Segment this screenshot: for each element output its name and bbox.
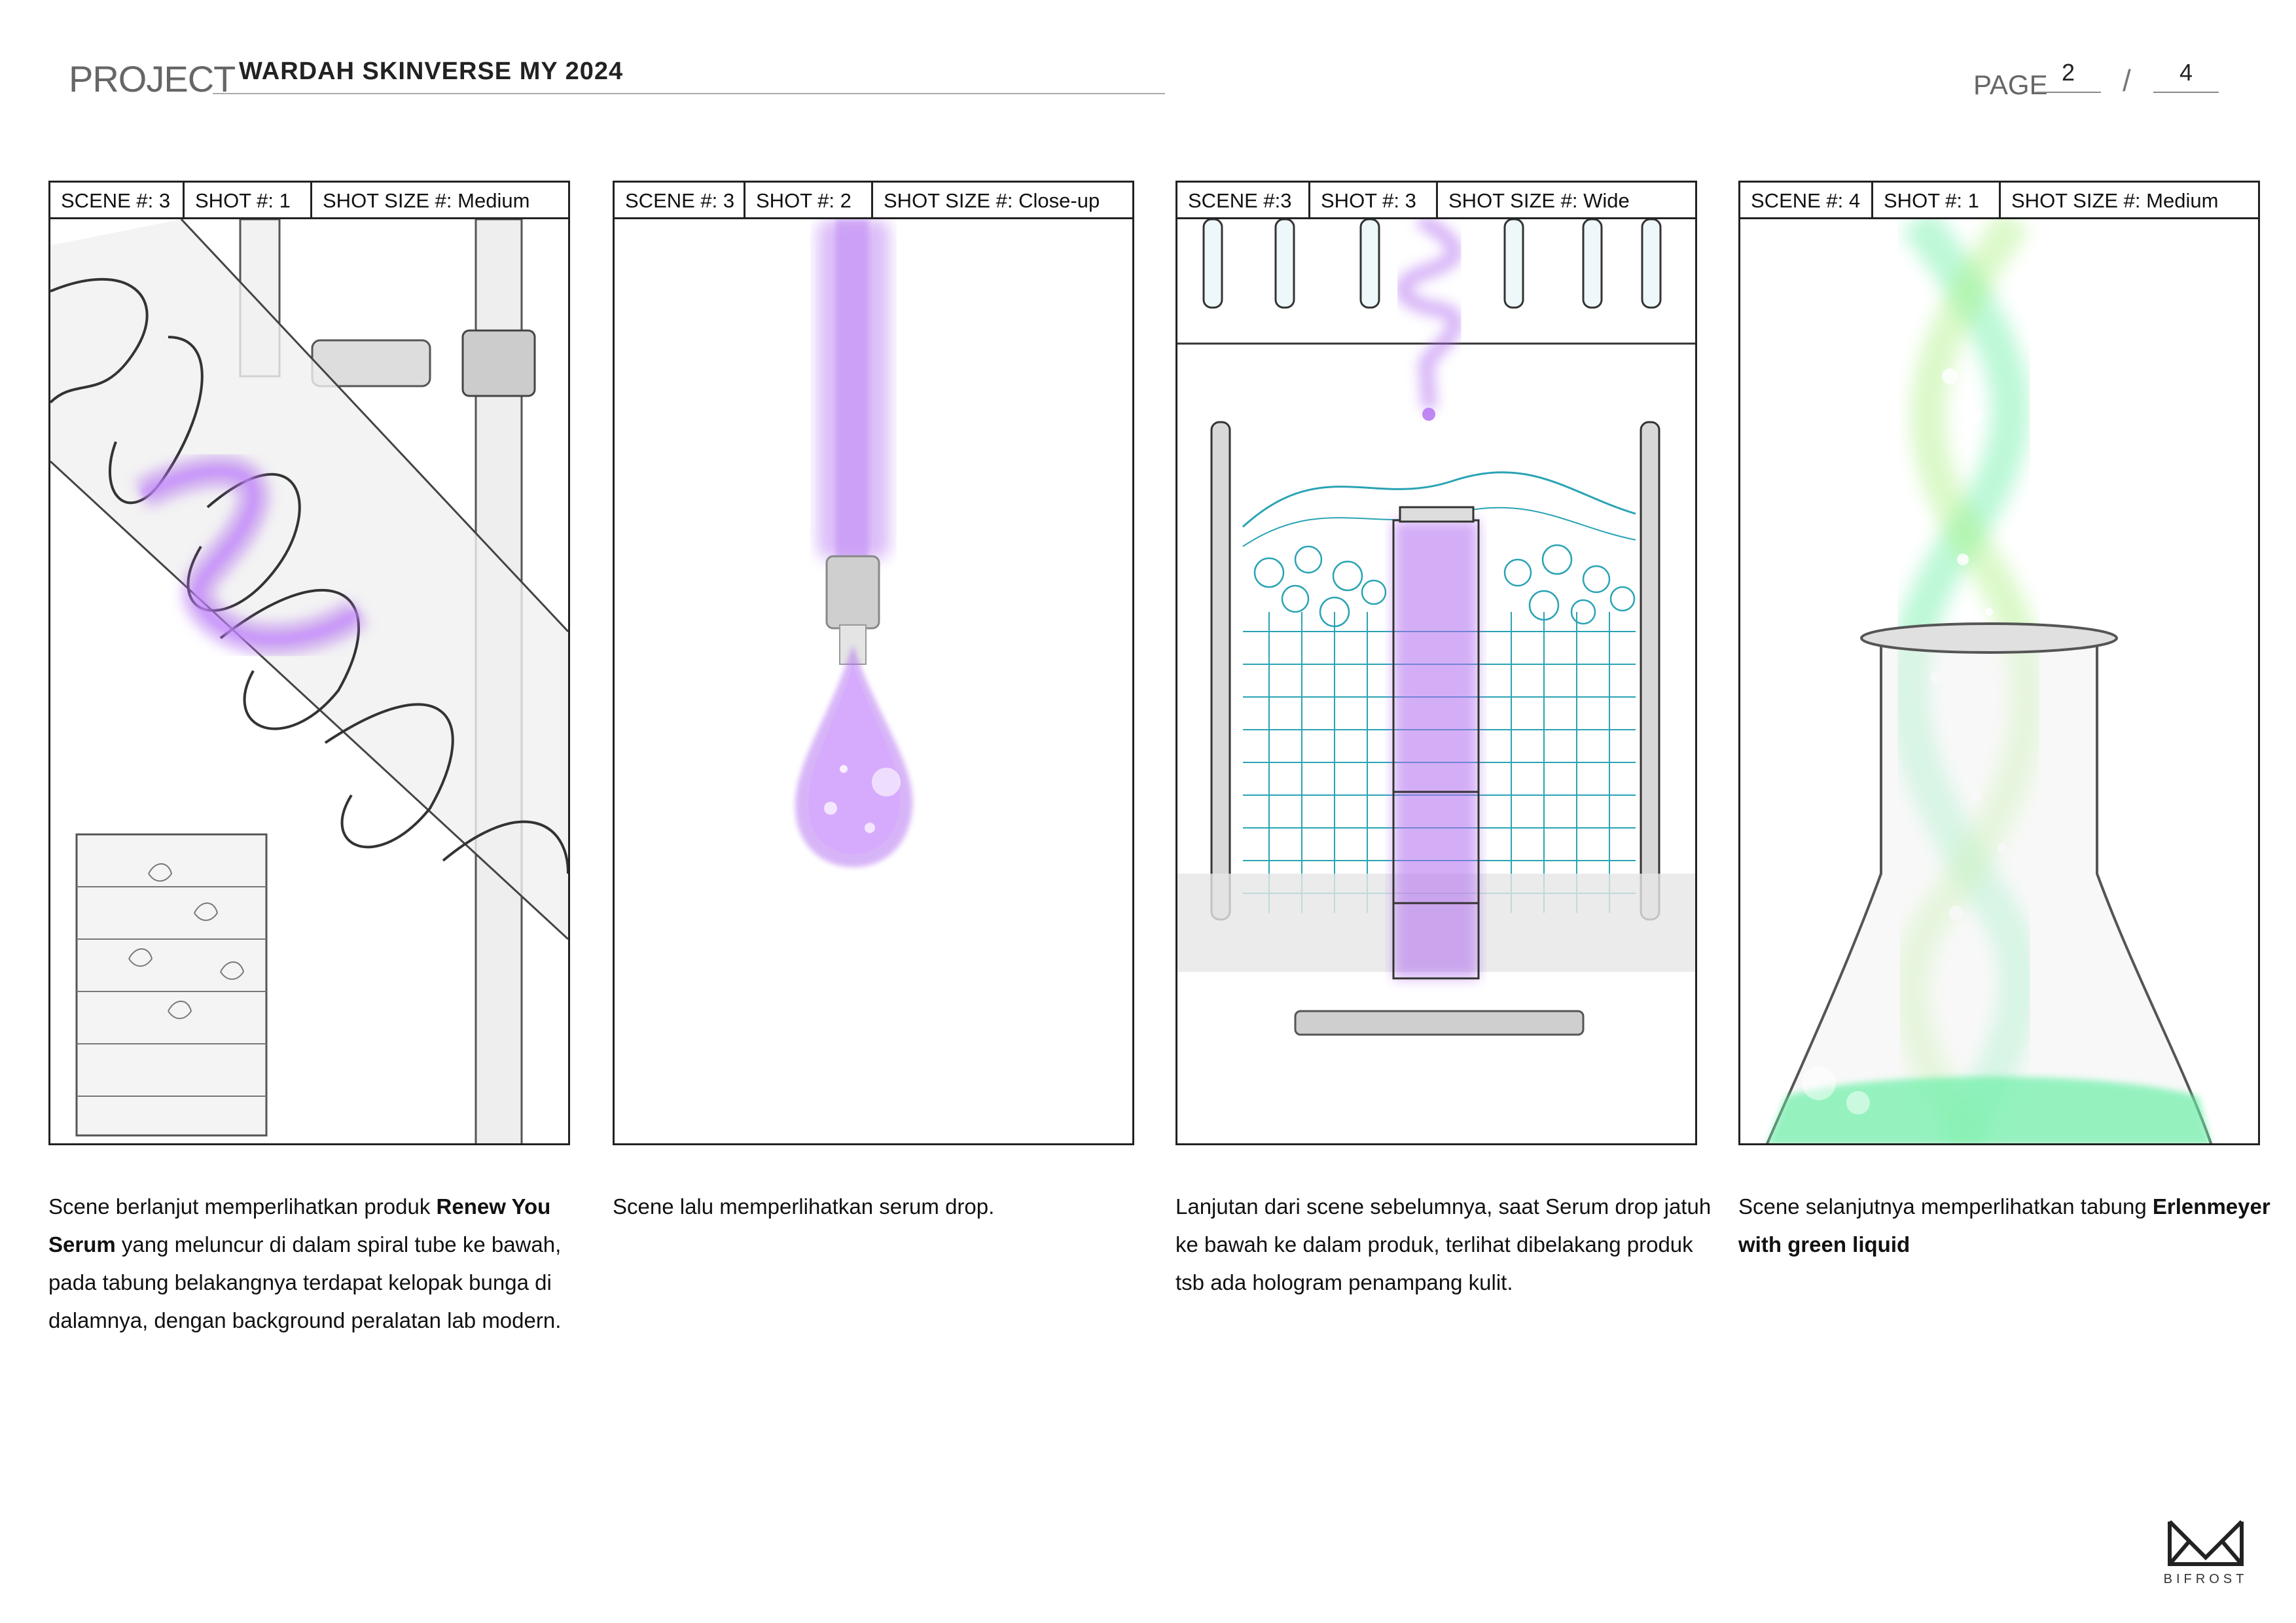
caption-text: Lanjutan dari scene sebelumnya, saat Ser…: [1175, 1194, 1712, 1294]
panel-header: SCENE #: 4 SHOT #: 1 SHOT SIZE #: Medium: [1740, 183, 2258, 219]
shot-number: SHOT #: 1: [185, 183, 312, 217]
project-title-underline: [213, 93, 1165, 94]
shot-size: SHOT SIZE #: Wide: [1448, 189, 1630, 212]
caption-emphasis: Erlenmeyer with green liquid: [1738, 1194, 2270, 1257]
scene-number: SCENE #:3: [1177, 183, 1310, 217]
shot-number: SHOT #: 3: [1310, 183, 1438, 217]
shot-size: SHOT SIZE #: Medium: [323, 189, 530, 212]
page-separator: /: [2123, 63, 2131, 98]
project-title: WARDAH SKINVERSE MY 2024: [239, 58, 624, 85]
storyboard-panel-1: SCENE #: 3 SHOT #: 1 SHOT SIZE #: Medium: [48, 181, 570, 1145]
panel-1-caption: Scene berlanjut memperlihatkan produk Re…: [48, 1188, 585, 1340]
panel-3-caption: Lanjutan dari scene sebelumnya, saat Ser…: [1175, 1188, 1712, 1302]
logo-wordmark: BIFROST: [2163, 1572, 2248, 1586]
storyboard-panel-4: SCENE #: 4 SHOT #: 1 SHOT SIZE #: Medium: [1738, 181, 2260, 1145]
spiral-tube-sketch: [50, 219, 568, 1143]
shot-number: SHOT #: 2: [745, 183, 873, 217]
shot-size: SHOT SIZE #: Close-up: [884, 189, 1100, 212]
project-label: PROJECT: [69, 58, 236, 99]
panel-header: SCENE #: 3 SHOT #: 1 SHOT SIZE #: Medium: [50, 183, 568, 219]
panel-2-caption: Scene lalu memperlihatkan serum drop.: [613, 1188, 1149, 1226]
page-current: 2: [2061, 59, 2075, 86]
scene-number: SCENE #: 4: [1740, 183, 1873, 217]
caption-emphasis: Renew You Serum: [48, 1194, 551, 1257]
serum-dropper-sketch: [795, 219, 913, 867]
erlenmeyer-flask-sketch: [1766, 219, 2213, 1143]
panel-header: SCENE #: 3 SHOT #: 2 SHOT SIZE #: Close-…: [615, 183, 1132, 219]
shot-size: SHOT SIZE #: Medium: [2011, 189, 2219, 212]
panel-4-caption: Scene selanjutnya memperlihatkan tabung …: [1738, 1188, 2275, 1264]
scene-number: SCENE #: 3: [50, 183, 185, 217]
shot-number: SHOT #: 1: [1873, 183, 2001, 217]
bifrost-logo-icon: [2168, 1520, 2244, 1566]
page-current-underline: [2036, 92, 2101, 93]
skin-hologram-sketch: [1177, 219, 1695, 1036]
caption-text: yang meluncur di dalam spiral tube ke ba…: [48, 1232, 562, 1332]
caption-text: Scene lalu memperlihatkan serum drop.: [613, 1194, 995, 1219]
caption-text: Scene berlanjut memperlihatkan produk: [48, 1194, 437, 1219]
storyboard-panel-3: SCENE #:3 SHOT #: 3 SHOT SIZE #: Wide: [1175, 181, 1697, 1145]
scene-number: SCENE #: 3: [615, 183, 745, 217]
page-label: PAGE: [1973, 69, 2048, 100]
panel-header: SCENE #:3 SHOT #: 3 SHOT SIZE #: Wide: [1177, 183, 1695, 219]
storyboard-panel-2: SCENE #: 3 SHOT #: 2 SHOT SIZE #: Close-…: [613, 181, 1134, 1145]
caption-text: Scene selanjutnya memperlihatkan tabung: [1738, 1194, 2153, 1219]
page-total: 4: [2179, 59, 2193, 86]
page-total-underline: [2153, 92, 2219, 93]
